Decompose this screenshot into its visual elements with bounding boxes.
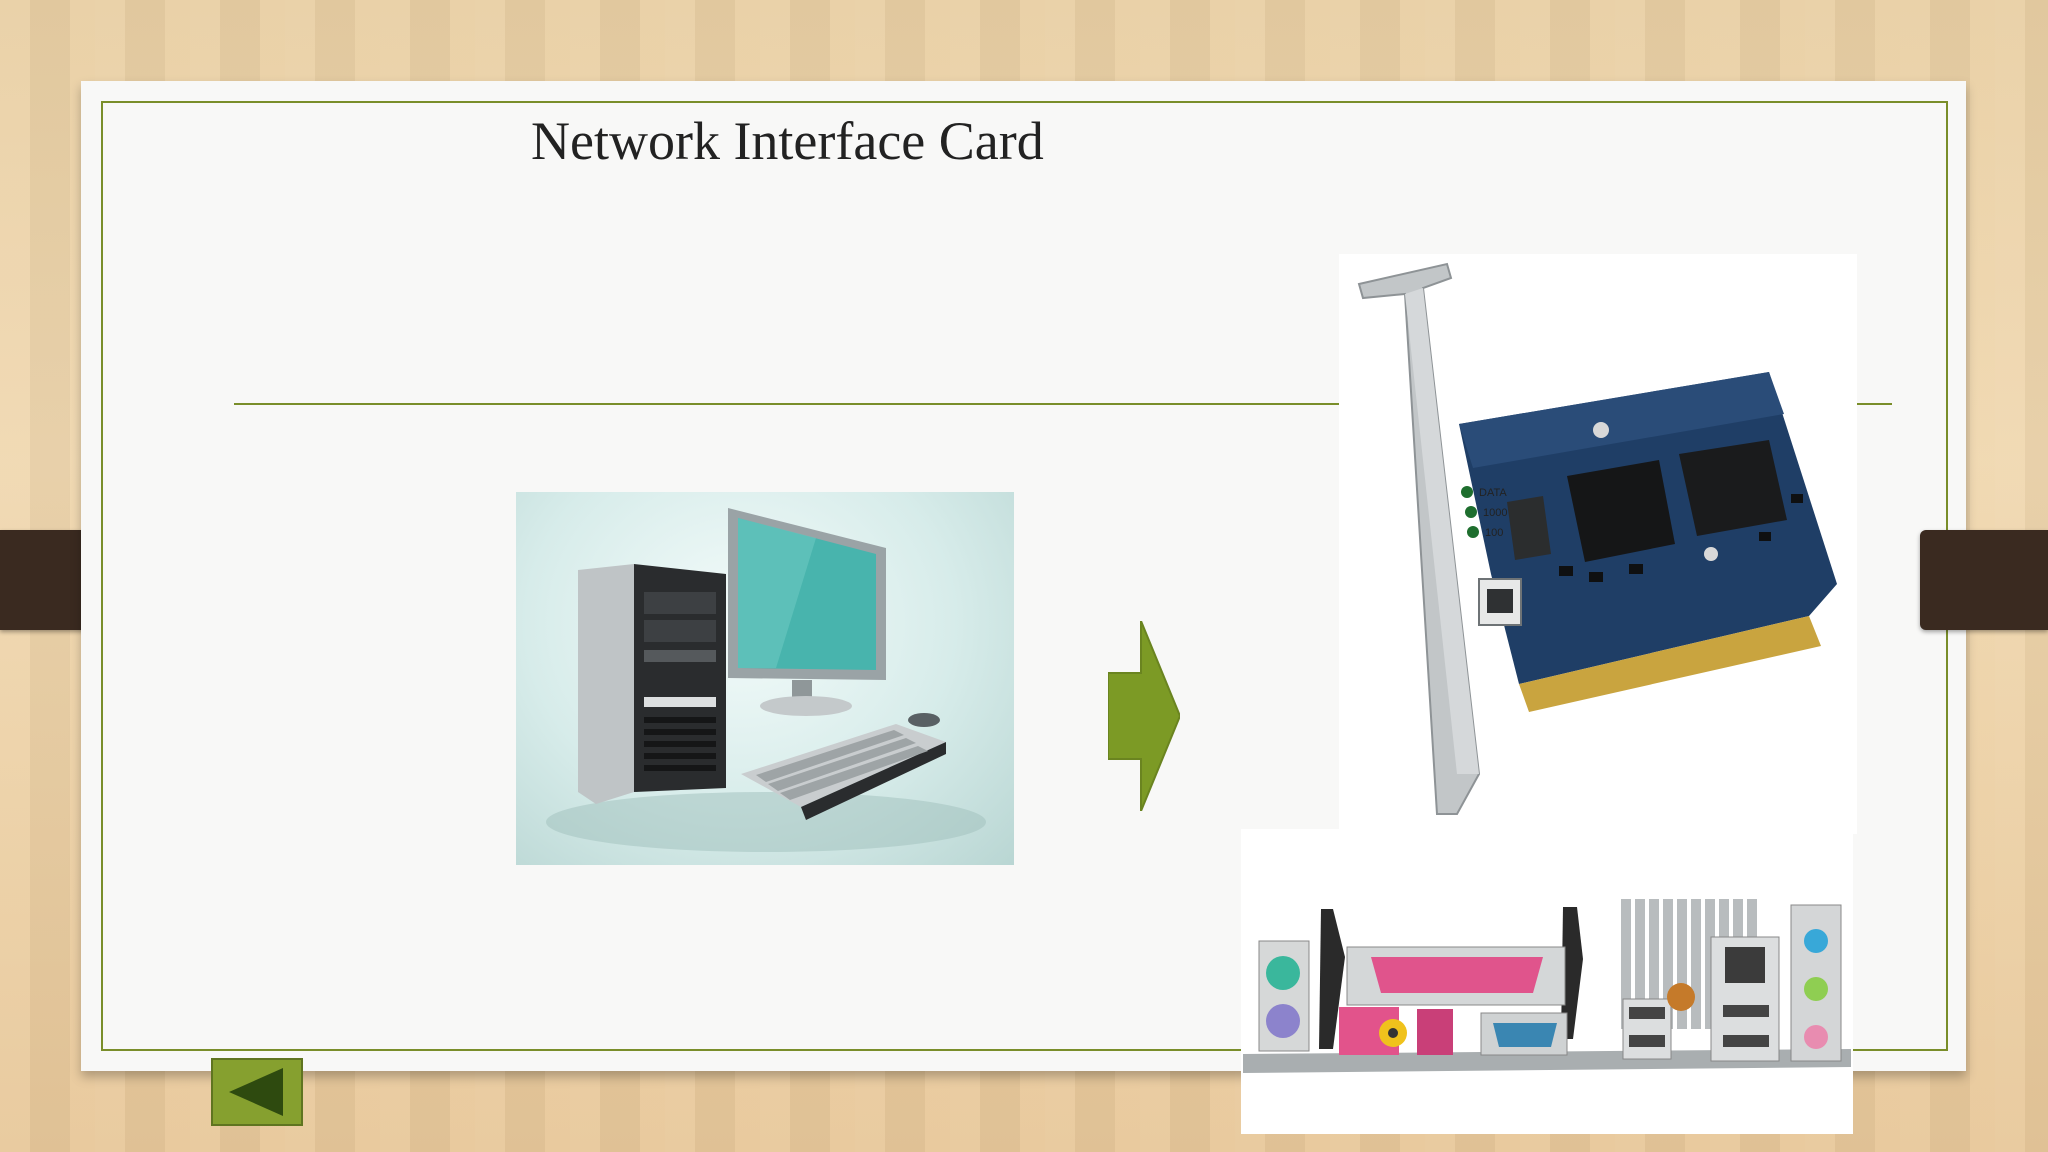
back-triangle-icon (229, 1068, 283, 1116)
nic-led-label-data: DATA (1479, 487, 1507, 499)
slide-title: Network Interface Card (531, 111, 1044, 171)
slide: Network Interface Card (81, 81, 1966, 1134)
desktop-computer-image (516, 492, 1014, 865)
nic-led-label-1000: 1000 (1483, 507, 1507, 519)
right-arrow-icon (1108, 621, 1180, 811)
right-decor-tab (1920, 530, 2048, 630)
back-button[interactable] (211, 1058, 303, 1126)
network-card-image: DATA 1000 100 (1339, 254, 1857, 834)
io-panel-image (1241, 829, 1853, 1134)
nic-led-label-100: 100 (1485, 527, 1503, 539)
title-divider (234, 403, 1892, 405)
